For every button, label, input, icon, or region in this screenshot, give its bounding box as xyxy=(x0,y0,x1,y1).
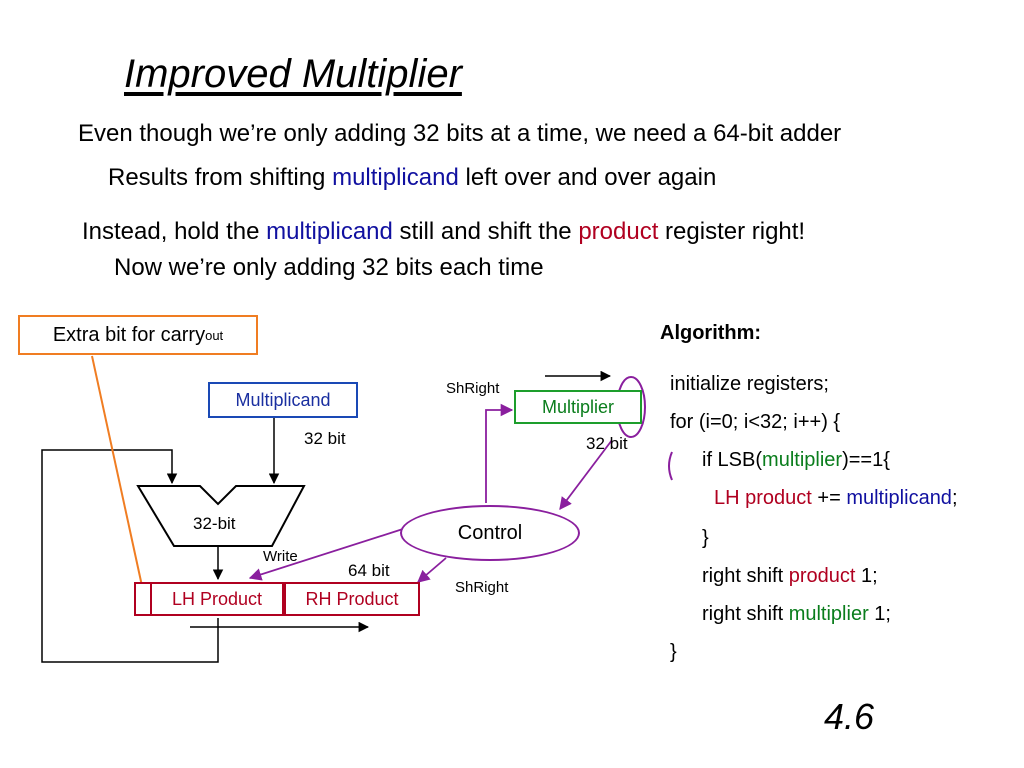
algo-line-2: for (i=0; i<32; i++) { xyxy=(670,411,841,433)
bullet-line-3-post: register right! xyxy=(658,218,806,245)
multiplier-width-label: 32 bit xyxy=(586,434,628,453)
carry-callout-label: Extra bit for carry xyxy=(52,323,206,346)
bullet-line-3-mid: still and shift the xyxy=(392,218,579,245)
algo-line-4-lh-product: LH product xyxy=(714,487,812,509)
carry-callout-sub: out xyxy=(205,327,224,343)
control-unit: Control xyxy=(400,505,580,561)
shright-bottom-label: ShRight xyxy=(455,579,509,596)
bullet-line-4: Now we’re only adding 32 bits each time xyxy=(114,254,544,281)
callout-pointer xyxy=(91,355,143,587)
lh-product-register: LH Product xyxy=(150,582,284,616)
algo-line-7-post: 1; xyxy=(868,603,891,625)
algo-line-6-pre: right shift xyxy=(702,565,789,587)
wire-control-shright xyxy=(417,557,447,583)
bullet-line-2-multiplicand: multiplicand xyxy=(332,164,459,191)
algo-line-7-multiplier: multiplier xyxy=(788,603,869,625)
algo-line-1: initialize registers; xyxy=(670,373,829,395)
slide-number: 4.6 xyxy=(824,696,875,737)
wire-control-to-multiplier xyxy=(485,403,514,503)
algo-bracket xyxy=(668,451,673,481)
wire-lsb-to-control xyxy=(559,439,613,511)
multiplier-register: Multiplier xyxy=(514,390,642,424)
alu-shape xyxy=(136,485,306,547)
algo-line-4-multiplicand: multiplicand xyxy=(846,487,952,509)
multiplicand-width-label: 32 bit xyxy=(304,429,346,448)
bullet-line-3-pre: Instead, hold the xyxy=(82,218,267,245)
bullet-line-2-post: left over and over again xyxy=(458,164,717,191)
alu-label: 32-bit xyxy=(193,514,236,533)
algo-line-4-op: += xyxy=(811,487,847,509)
bullet-line-2: Results from shifting multiplicand left … xyxy=(108,164,716,192)
rh-product-register: RH Product xyxy=(284,582,420,616)
algo-line-6: right shift product 1; xyxy=(702,565,878,588)
algo-line-4: LH product += multiplicand; xyxy=(714,487,958,510)
algo-line-3-multiplier: multiplier xyxy=(762,449,843,471)
algo-line-6-post: 1; xyxy=(855,565,878,587)
bullet-line-3-multiplicand: multiplicand xyxy=(266,218,393,245)
wire-control-write xyxy=(248,527,407,581)
bullet-line-3: Instead, hold the multiplicand still and… xyxy=(82,218,805,246)
product-width-label: 64 bit xyxy=(348,561,390,580)
bullet-line-3-product: product xyxy=(578,218,659,245)
algo-line-7: right shift multiplier 1; xyxy=(702,603,891,626)
bullet-line-1: Even though we’re only adding 32 bits at… xyxy=(78,120,842,147)
algo-line-3: if LSB(multiplier)==1{ xyxy=(702,449,890,472)
shright-top-label: ShRight xyxy=(446,380,500,397)
algo-line-7-pre: right shift xyxy=(702,603,789,625)
algo-line-8: } xyxy=(670,641,677,663)
algo-line-3-post: )==1{ xyxy=(842,449,890,471)
algo-line-5: } xyxy=(702,527,709,549)
wire-feedback-loop xyxy=(41,449,219,663)
bullet-line-2-pre: Results from shifting xyxy=(108,164,333,191)
algo-line-4-post: ; xyxy=(951,487,958,509)
write-label: Write xyxy=(263,548,298,565)
multiplicand-register: Multiplicand xyxy=(208,382,358,418)
algorithm-heading: Algorithm: xyxy=(660,322,762,344)
slide-title: Improved Multiplier xyxy=(124,52,462,96)
algo-line-6-product: product xyxy=(788,565,856,587)
algo-line-3-pre: if LSB( xyxy=(702,449,763,471)
